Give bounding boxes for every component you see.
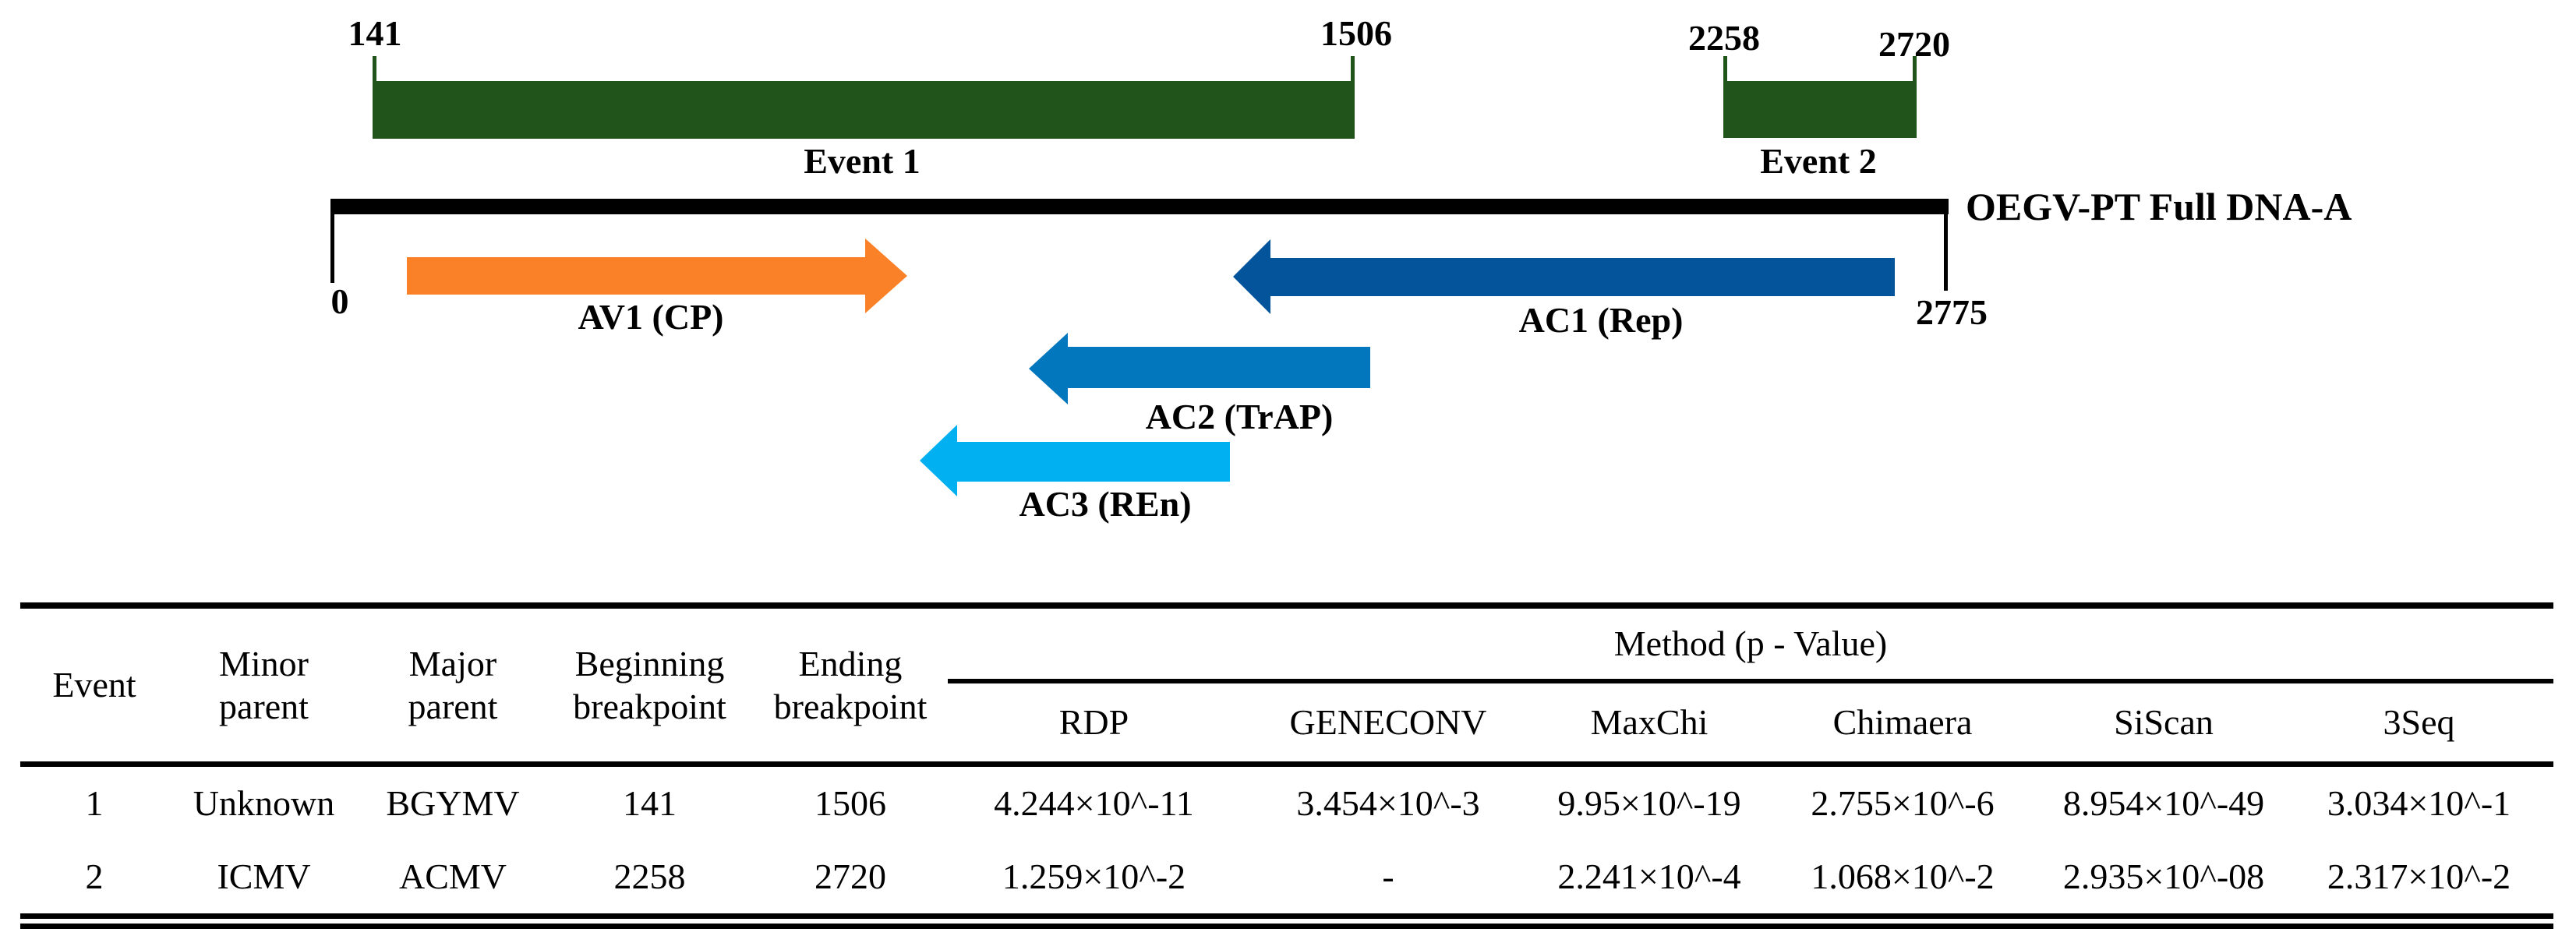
header-minor-parent: Minor parent xyxy=(168,606,359,767)
header-method-pvalue-group: Method (p - Value) xyxy=(948,606,2554,683)
cell-chimaera-pvalue: 2.755×10^-6 xyxy=(1811,783,1995,824)
event2-start-tick xyxy=(1723,56,1727,81)
event1-start-coordinate: 141 xyxy=(348,13,402,53)
cell-3seq-pvalue: 3.034×10^-1 xyxy=(2327,783,2511,824)
ac2-arrow-body xyxy=(1068,347,1370,388)
header-event: Event xyxy=(20,606,168,767)
header-3seq: 3Seq xyxy=(2284,681,2554,767)
cell-geneconv-pvalue: - xyxy=(1240,840,1536,929)
cell-major-parent: ACMV xyxy=(359,840,546,929)
header-geneconv: GENECONV xyxy=(1240,681,1536,767)
header-beginning-breakpoint: Beginning breakpoint xyxy=(546,606,753,767)
ac1-arrow-head xyxy=(1233,239,1270,314)
event1-end-tick xyxy=(1351,56,1355,83)
cell-beginning-breakpoint: 141 xyxy=(623,783,677,824)
ac3-arrow-body xyxy=(957,442,1230,482)
event2-region-bar xyxy=(1723,81,1917,138)
event2-start-coordinate: 2258 xyxy=(1688,18,1760,58)
cell-ending-breakpoint: 1506 xyxy=(814,783,886,824)
cell-chimaera-pvalue: 1.068×10^-2 xyxy=(1762,840,2043,929)
cell-ending-breakpoint: 2720 xyxy=(753,840,948,929)
cell-maxchi-pvalue: 9.95×10^-19 xyxy=(1557,783,1741,824)
recombination-table: Event Minor parent Major parent Beginnin… xyxy=(20,602,2554,929)
event1-label: Event 1 xyxy=(804,141,921,181)
header-major-parent: Major parent xyxy=(359,606,546,767)
cell-3seq-pvalue: 2.317×10^-2 xyxy=(2284,840,2554,929)
av1-arrow-body xyxy=(407,257,865,295)
cell-minor-parent: Unknown xyxy=(193,783,335,824)
event1-end-coordinate: 1506 xyxy=(1320,13,1392,53)
table-row-event1: 1 Unknown BGYMV 141 1506 4.244×10^-11 3.… xyxy=(20,765,2553,841)
cell-siscan-pvalue: 2.935×10^-08 xyxy=(2043,840,2284,929)
ac1-label: AC1 (Rep) xyxy=(1518,300,1684,340)
genome-end-tick xyxy=(1944,214,1948,291)
genome-title: OEGV-PT Full DNA-A xyxy=(1966,185,2352,228)
ac3-label: AC3 (REn) xyxy=(1019,484,1192,524)
event2-end-tick xyxy=(1913,56,1917,81)
cell-event: 1 xyxy=(85,783,104,824)
header-rdp: RDP xyxy=(948,681,1240,767)
table-row-event2: 2 ICMV ACMV 2258 2720 1.259×10^-2 - 2.24… xyxy=(20,840,2554,929)
event1-start-tick xyxy=(373,56,376,83)
cell-rdp-pvalue: 4.244×10^-11 xyxy=(994,783,1194,824)
cell-minor-parent: ICMV xyxy=(168,840,359,929)
event1-region-bar xyxy=(373,81,1355,139)
cell-maxchi-pvalue: 2.241×10^-4 xyxy=(1536,840,1762,929)
ac2-arrow-head xyxy=(1029,333,1068,404)
header-maxchi: MaxChi xyxy=(1536,681,1762,767)
ac3-arrow-head xyxy=(920,425,957,496)
event2-end-coordinate: 2720 xyxy=(1878,24,1950,64)
cell-major-parent: BGYMV xyxy=(386,783,520,824)
table-header: Event Minor parent Major parent Beginnin… xyxy=(20,606,2554,767)
event2-label: Event 2 xyxy=(1760,141,1877,181)
cell-event: 2 xyxy=(20,840,168,929)
genome-start-coordinate: 0 xyxy=(330,281,349,321)
genome-end-coordinate: 2775 xyxy=(1916,292,1988,332)
cell-geneconv-pvalue: 3.454×10^-3 xyxy=(1296,783,1480,824)
cell-beginning-breakpoint: 2258 xyxy=(546,840,753,929)
header-ending-breakpoint: Ending breakpoint xyxy=(753,606,948,767)
av1-arrow-head xyxy=(865,238,907,313)
av1-label: AV1 (CP) xyxy=(578,297,724,337)
header-chimaera: Chimaera xyxy=(1762,681,2043,767)
header-siscan: SiScan xyxy=(2043,681,2284,767)
cell-rdp-pvalue: 1.259×10^-2 xyxy=(948,840,1240,929)
genome-backbone-line xyxy=(330,199,1949,214)
ac2-label: AC2 (TrAP) xyxy=(1145,397,1334,436)
genome-start-tick xyxy=(330,214,334,283)
cell-siscan-pvalue: 8.954×10^-49 xyxy=(2062,783,2265,824)
ac1-arrow-body xyxy=(1270,258,1895,296)
